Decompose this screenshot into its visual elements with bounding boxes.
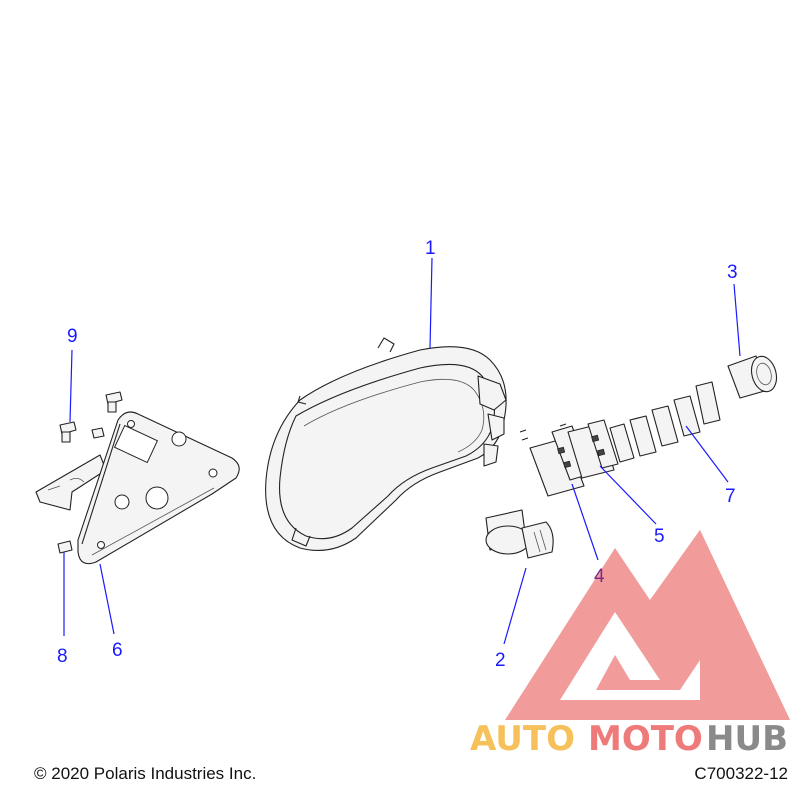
instrument-cluster	[265, 337, 507, 551]
screw-icon	[59, 421, 77, 443]
screw-icon	[57, 540, 73, 554]
leader-line-7	[685, 425, 729, 483]
screw-group	[57, 391, 123, 554]
callout-6: 6	[112, 640, 123, 661]
callout-1: 1	[425, 238, 436, 259]
watermark-logo	[505, 530, 790, 720]
callout-4: 4	[594, 566, 605, 587]
callout-7: 7	[725, 486, 736, 507]
leader-line-2	[503, 567, 527, 645]
screw-icon	[91, 427, 105, 439]
leader-line-3	[733, 283, 741, 357]
leader-lines	[63, 257, 741, 645]
callout-labels: 1 2 3 4 5 6 7 8 9	[57, 238, 738, 671]
screw-icon	[105, 391, 123, 413]
watermark-auto: AUTO	[470, 719, 575, 759]
watermark-wordmark: AUTO MOTO HUB	[470, 719, 788, 759]
copyright-notice: © 2020 Polaris Industries Inc.	[34, 764, 257, 783]
leader-line-9	[69, 349, 73, 423]
drawing-number: C700322-12	[694, 764, 788, 783]
watermark-hub: HUB	[706, 719, 788, 759]
leader-line-1	[429, 257, 433, 349]
callout-2: 2	[495, 650, 506, 671]
leader-line-6	[99, 563, 115, 635]
callout-5: 5	[654, 526, 665, 547]
leader-line-5	[599, 465, 657, 525]
watermark-moto: MOTO	[588, 719, 703, 759]
callout-9: 9	[67, 326, 78, 347]
rocker-switch-5	[559, 419, 619, 479]
ignition-switch	[485, 509, 554, 559]
leader-line-4	[571, 483, 599, 561]
callout-3: 3	[727, 262, 738, 283]
switch-plugs	[609, 381, 721, 463]
callout-8: 8	[57, 646, 68, 667]
power-outlet	[727, 355, 778, 399]
mounting-bracket	[35, 411, 240, 565]
